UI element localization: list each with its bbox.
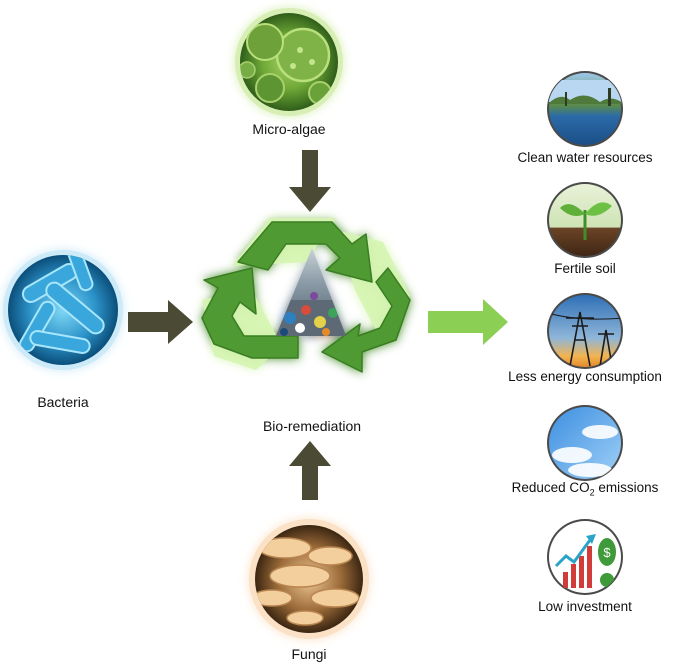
blue-sky-icon xyxy=(547,405,623,481)
fungi-label: Fungi xyxy=(291,646,327,662)
benefit-label-clean-water: Clean water resources xyxy=(517,150,653,165)
benefit-label-reduced-co2: Reduced CO2 emissions xyxy=(485,480,685,498)
bacteria-icon xyxy=(3,250,123,370)
benefit-label-low-investment: Low investment xyxy=(538,599,632,614)
co2-label-prefix: Reduced CO xyxy=(511,480,590,495)
growth-chart-money-icon: $ xyxy=(547,519,623,595)
power-tower-icon xyxy=(547,293,623,369)
svg-text:$: $ xyxy=(603,545,611,560)
microalgae-label: Micro-algae xyxy=(252,121,326,137)
bacteria-label: Bacteria xyxy=(37,394,89,410)
arrow-fungi-to-center xyxy=(289,441,331,500)
co2-label-subscript: 2 xyxy=(589,487,595,498)
lake-landscape-icon xyxy=(547,71,623,147)
microalgae-cells-icon xyxy=(235,8,343,116)
arrow-bacteria-to-center xyxy=(128,300,193,344)
recycle-symbol-icon xyxy=(201,218,411,373)
fungi-mushroom-icon xyxy=(249,519,369,639)
benefit-label-fertile-soil: Fertile soil xyxy=(554,261,616,276)
benefit-label-less-energy: Less energy consumption xyxy=(508,369,662,384)
arrow-microalgae-to-center xyxy=(289,150,331,212)
co2-label-suffix: emissions xyxy=(594,480,659,495)
seedling-soil-icon xyxy=(547,182,623,258)
bioremediation-label: Bio-remediation xyxy=(262,418,362,434)
arrow-center-to-benefits xyxy=(428,299,508,345)
